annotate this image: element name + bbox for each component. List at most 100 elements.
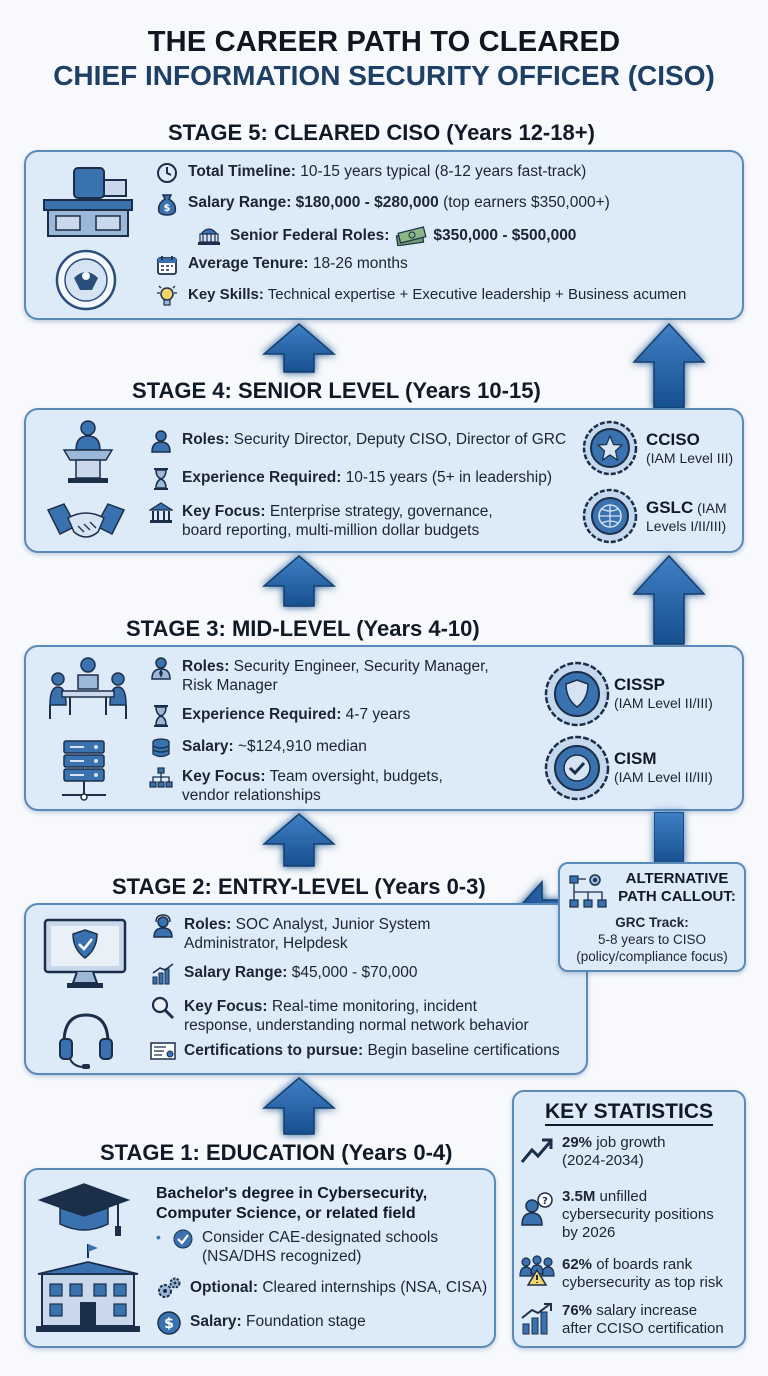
alt-title: ALTERNATIVE PATH CALLOUT: — [612, 870, 742, 906]
headset-icon — [56, 1009, 116, 1069]
stage4-focus-text: Enterprise strategy, governance, — [265, 503, 493, 520]
stage2-salary-row: Salary Range: $45,000 - $70,000 — [150, 963, 418, 985]
check-circle-icon — [170, 1228, 196, 1250]
alt-title-line1: ALTERNATIVE — [625, 870, 729, 887]
stage4-card: Roles: Security Director, Deputy CISO, D… — [24, 408, 744, 553]
stage1-salary-text: Foundation stage — [241, 1313, 366, 1330]
alt-path-callout: ALTERNATIVE PATH CALLOUT: GRC Track: 5-8… — [558, 862, 746, 972]
page-title-line2: CHIEF INFORMATION SECURITY OFFICER (CISO… — [53, 60, 715, 91]
calendar-icon — [154, 254, 180, 276]
stage1-salary-label: Salary: — [190, 1313, 242, 1330]
team-meeting-icon — [46, 653, 130, 723]
stage5-heading: STAGE 5: CLEARED CISO (Years 12-18+) — [168, 120, 595, 145]
hourglass-icon — [148, 468, 174, 490]
stat-salary-increase-value: 76% — [562, 1302, 593, 1319]
stat-salary-increase-text2: after CCISO certification — [562, 1320, 724, 1337]
magnifier-icon — [150, 996, 176, 1020]
stage5-timeline-text: 10-15 years typical (8-12 years fast-tra… — [295, 163, 587, 180]
stage4-focus-row: Key Focus: Enterprise strategy, governan… — [148, 502, 493, 540]
gslc-name: GSLC — [646, 498, 694, 517]
stat-unfilled: 3.5M unfilled cybersecurity positions by… — [562, 1188, 714, 1242]
stat-salary-increase: 76% salary increase after CCISO certific… — [562, 1302, 724, 1338]
stage2-roles-label: Roles: — [184, 916, 232, 933]
server-rack-icon — [58, 739, 110, 805]
stage5-salary-text: (top earners $350,000+) — [438, 194, 610, 211]
stat-boards-value: 62% — [562, 1256, 593, 1273]
stage2-certs-row: Certifications to pursue: Begin baseline… — [150, 1041, 560, 1063]
stage5-timeline-label: Total Timeline: — [188, 163, 296, 180]
alt-path-connector — [654, 812, 684, 864]
stage4-focus-label: Key Focus: — [182, 503, 266, 520]
gslc-badge-icon — [582, 488, 638, 544]
cissp-cert: CISSP (IAM Level II/III) — [614, 675, 713, 711]
stage3-roles-text: Security Engineer, Security Manager, — [229, 658, 489, 675]
clock-icon — [154, 162, 180, 184]
stage4-experience-label: Experience Required: — [182, 469, 342, 486]
stage2-roles-text: SOC Analyst, Junior System — [231, 916, 431, 933]
cissp-badge-icon — [544, 661, 610, 727]
hourglass-icon — [148, 705, 174, 727]
money-bag-icon: $ — [154, 193, 180, 216]
stage2-heading: STAGE 2: ENTRY-LEVEL (Years 0-3) — [112, 874, 486, 899]
svg-text:$: $ — [164, 1316, 174, 1332]
stage2-certs-text: Begin baseline certifications — [363, 1042, 560, 1059]
person-tie-icon — [148, 657, 174, 680]
org-chart-icon — [148, 767, 174, 789]
alt-line1: 5-8 years to CISO — [597, 932, 707, 947]
stage1-optional-label: Optional: — [190, 1279, 259, 1296]
stat-job-growth-text: job growth — [592, 1134, 666, 1151]
arrow-up-4-to-5-left — [262, 322, 336, 374]
stage2-focus-text2: response, understanding normal network b… — [184, 1017, 529, 1034]
stage4-roles-row: Roles: Security Director, Deputy CISO, D… — [148, 430, 567, 453]
stage3-heading: STAGE 3: MID-LEVEL (Years 4-10) — [126, 616, 480, 641]
stage3-focus-text2: vendor relationships — [182, 787, 321, 804]
stage3-focus-row: Key Focus: Team oversight, budgets,vendo… — [148, 767, 443, 805]
stage2-focus-row: Key Focus: Real-time monitoring, inciden… — [150, 996, 529, 1035]
stage4-focus-text2: board reporting, multi-million dollar bu… — [182, 522, 480, 539]
alt-track: GRC Track: — [615, 915, 689, 930]
stage1-degree: Bachelor's degree in Cybersecurity, Comp… — [156, 1184, 427, 1224]
lightbulb-icon — [154, 285, 180, 307]
gslc-level: Levels I/II/III) — [646, 518, 727, 534]
stage5-skills-label: Key Skills: — [188, 286, 264, 303]
stat-job-growth-value: 29% — [562, 1134, 593, 1151]
cism-cert: CISM (IAM Level II/III) — [614, 749, 713, 785]
stats-heading-text: KEY STATISTICS — [544, 1100, 714, 1126]
cism-level: (IAM Level II/III) — [614, 769, 713, 785]
stat-boards-text: of boards rank — [592, 1256, 693, 1273]
stat-unfilled-text2: cybersecurity positions — [562, 1206, 714, 1223]
stage5-salary-label: Salary Range: $180,000 - $280,000 — [188, 194, 439, 211]
support-agent-icon — [150, 914, 176, 938]
bar-chart-up-icon — [520, 1302, 554, 1336]
handshake-icon — [46, 496, 126, 548]
stage3-focus-label: Key Focus: — [182, 768, 266, 785]
svg-text:?: ? — [542, 1196, 548, 1207]
stage5-federal-row: Senior Federal Roles: $350,000 - $500,00… — [196, 224, 576, 246]
stage2-focus-label: Key Focus: — [184, 998, 268, 1015]
stage5-tenure-text: 18-26 months — [308, 255, 408, 272]
alt-line2: (policy/compliance focus) — [576, 949, 728, 964]
stage1-cae-row: • Consider CAE-designated schools(NSA/DH… — [156, 1228, 438, 1266]
stage1-cae-text: Consider CAE-designated schools — [202, 1229, 439, 1246]
trend-up-icon — [520, 1136, 554, 1166]
person-question-icon: ? — [520, 1192, 554, 1226]
cissp-level: (IAM Level II/III) — [614, 695, 713, 711]
stat-unfilled-text: unfilled — [595, 1188, 648, 1205]
stage3-salary-text: ~$124,910 median — [233, 738, 367, 755]
stage5-federal-text: $350,000 - $500,000 — [433, 226, 577, 244]
stat-boards: 62% of boards rank cybersecurity as top … — [562, 1256, 723, 1292]
cciso-cert: CCISO (IAM Level III) — [646, 430, 733, 466]
stage5-salary-row: $ Salary Range: $180,000 - $280,000 (top… — [154, 193, 610, 216]
graduation-cap-icon — [38, 1180, 130, 1242]
cism-name: CISM — [614, 749, 657, 768]
stat-job-growth: 29% job growth (2024-2034) — [562, 1134, 665, 1170]
page-title-line1: THE CAREER PATH TO CLEARED — [147, 26, 621, 58]
stage3-experience-label: Experience Required: — [182, 706, 342, 723]
stage5-skills-row: Key Skills: Technical expertise + Execut… — [154, 285, 686, 307]
arrow-up-2-to-3-left — [262, 812, 336, 868]
workflow-gear-icon — [568, 872, 608, 912]
podium-icon — [56, 416, 120, 484]
stage4-roles-text: Security Director, Deputy CISO, Director… — [229, 431, 567, 448]
